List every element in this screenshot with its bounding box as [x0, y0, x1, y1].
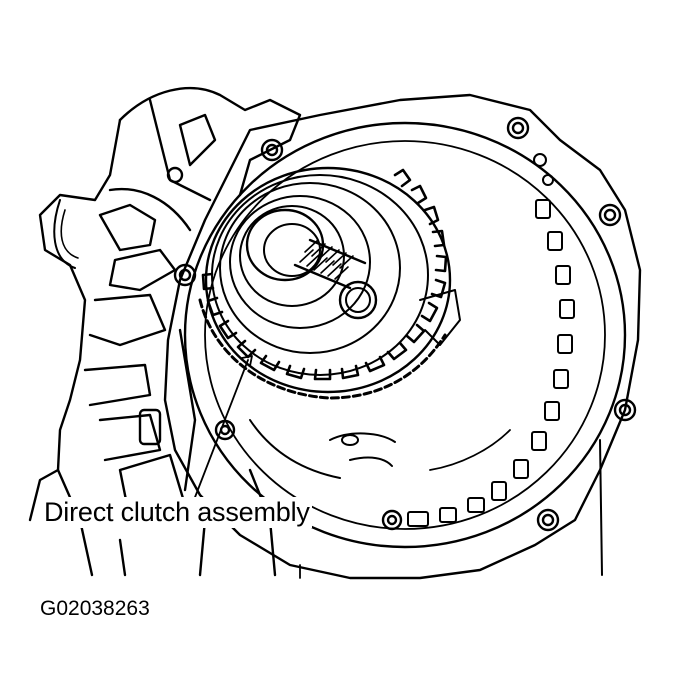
case-flange [163, 93, 642, 580]
callout-leader [191, 359, 249, 506]
flange-bolts [173, 116, 637, 532]
input-shaft [245, 208, 378, 320]
direct-clutch-drum [198, 166, 461, 400]
callout-label: Direct clutch assembly [42, 497, 312, 528]
figure-id: G02038263 [40, 597, 150, 620]
clutch-teeth [201, 168, 448, 381]
passage-slots [407, 153, 575, 527]
